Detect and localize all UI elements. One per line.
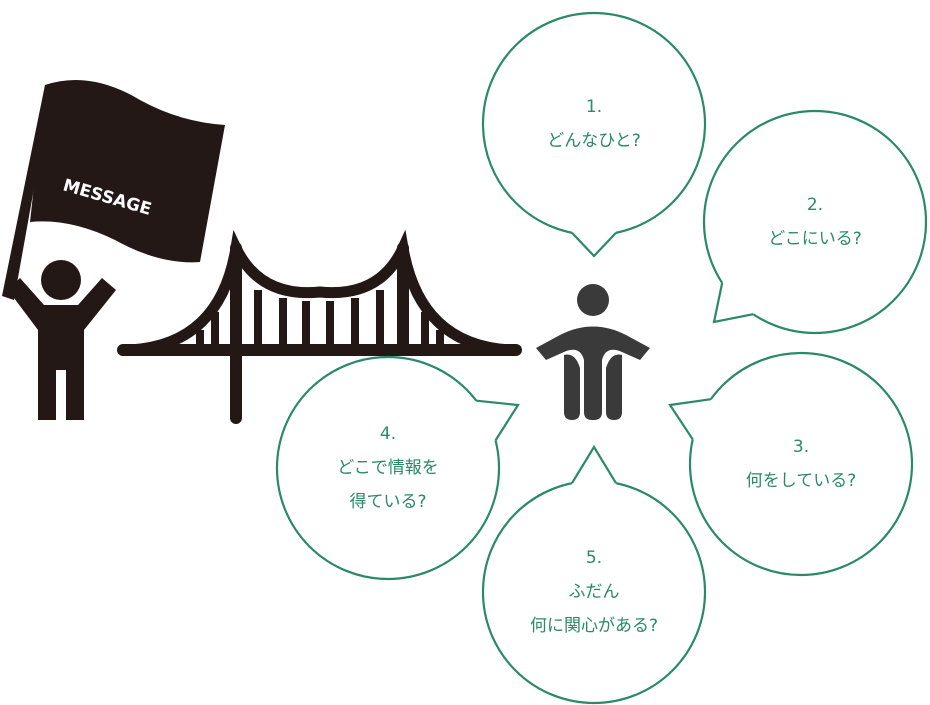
speech-bubble-1	[481, 11, 707, 258]
bubble-tail-fill	[670, 399, 801, 464]
bubble-tail-fill	[571, 447, 617, 592]
bubble-number: 2.	[806, 195, 824, 215]
bubble-tail	[476, 399, 520, 441]
bubble-question-line: 何をしている?	[745, 471, 857, 491]
bubble-number: 4.	[379, 424, 397, 444]
bubble-tail	[712, 282, 754, 324]
speech-bubble-5	[481, 444, 707, 705]
flag-icon: MESSAGE	[2, 80, 225, 300]
bubble-question-line: ふだん	[568, 582, 620, 602]
bubble-tail	[571, 232, 617, 258]
bubble-tail-fill	[388, 400, 518, 468]
speech-bubble-2	[702, 109, 928, 335]
bubble-text-3: 3. 何をしている?	[701, 430, 901, 498]
sitting-person-icon	[536, 284, 650, 420]
bubble-question-line: どこで情報を	[337, 458, 439, 478]
bubble-tail-fill	[571, 124, 617, 256]
bubble-number: 1.	[585, 97, 603, 117]
bubble-text-4: 4. どこで情報を得ている?	[288, 417, 488, 519]
bubble-question-line: どんなひと?	[547, 131, 641, 151]
messenger-person-icon	[8, 260, 116, 420]
bridge-icon	[117, 229, 522, 424]
speech-bubble-3	[668, 351, 914, 577]
bubble-question-line: 何に関心がある?	[529, 616, 659, 636]
bubble-text-5: 5. ふだん何に関心がある?	[494, 541, 694, 643]
bubble-text-2: 2. どこにいる?	[715, 188, 915, 256]
bubble-number: 3.	[792, 437, 810, 457]
bubble-number: 5.	[585, 548, 603, 568]
bubble-question-line: どこにいる?	[768, 229, 862, 249]
bubble-text-1: 1. どんなひと?	[494, 90, 694, 158]
bubble-tail	[668, 398, 712, 441]
speech-bubble-4	[275, 355, 520, 581]
bubble-tail	[571, 444, 617, 484]
bubble-question-line: 得ている?	[349, 492, 427, 512]
bubble-tail-fill	[714, 222, 815, 322]
